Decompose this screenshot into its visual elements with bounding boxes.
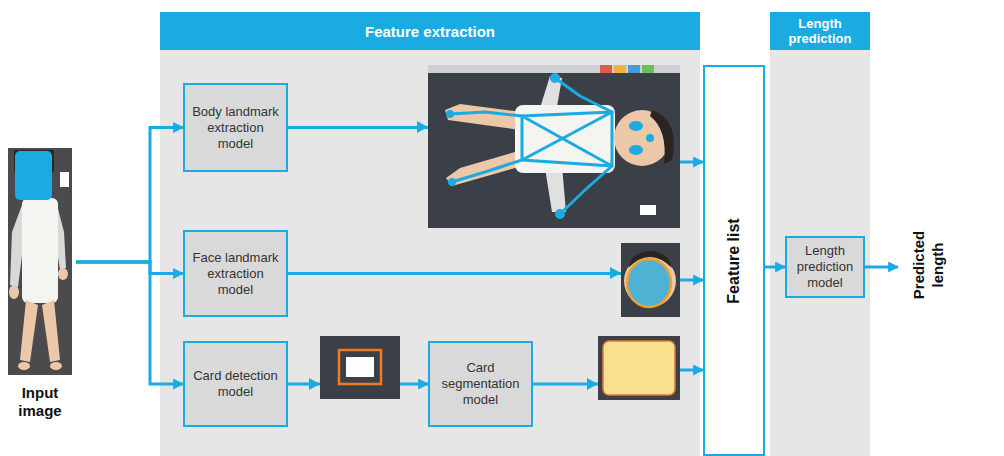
header-band bbox=[160, 12, 700, 50]
model-box: Face landmark extraction model bbox=[183, 230, 288, 317]
flow-arrow bbox=[765, 266, 785, 269]
feature-list-bar: Feature list bbox=[703, 65, 765, 456]
input-photo bbox=[8, 148, 72, 375]
panel-ground bbox=[160, 50, 700, 456]
prediction-panel: Length predictionLength prediction model bbox=[770, 12, 870, 456]
input-image: Input image bbox=[4, 146, 76, 420]
model-box: Card detection model bbox=[183, 341, 288, 427]
panel-ground bbox=[770, 50, 870, 456]
panel-heading: Length prediction bbox=[770, 12, 870, 50]
flow-arrow bbox=[76, 128, 183, 263]
feature-panel: Feature extractionBody landmark extracti… bbox=[160, 12, 700, 456]
node-text: Feature list bbox=[725, 218, 743, 303]
model-box: Card segmentation model bbox=[428, 341, 533, 427]
flow-arrow bbox=[76, 262, 183, 384]
node-text: Body landmark extraction model bbox=[191, 104, 280, 152]
face-photo bbox=[621, 243, 680, 317]
flow-arrow bbox=[76, 262, 183, 274]
card-crop-photo bbox=[320, 336, 400, 399]
node-text: Card detection model bbox=[191, 368, 280, 400]
header-band bbox=[770, 12, 870, 50]
panel-heading: Feature extraction bbox=[160, 12, 700, 50]
node-text: Predicted length bbox=[909, 213, 947, 318]
node-text: Length prediction model bbox=[793, 243, 857, 291]
node-text: Face landmark extraction model bbox=[191, 250, 280, 298]
model-box: Body landmark extraction model bbox=[183, 83, 288, 172]
flow-arrow bbox=[865, 266, 898, 269]
node-text: Card segmentation model bbox=[436, 360, 525, 408]
model-box: Length prediction model bbox=[785, 236, 865, 298]
output-label: Predicted length bbox=[898, 190, 958, 340]
landmark-photo bbox=[428, 65, 680, 228]
card-mask-photo bbox=[598, 336, 680, 400]
node-text: Input image bbox=[4, 384, 76, 420]
